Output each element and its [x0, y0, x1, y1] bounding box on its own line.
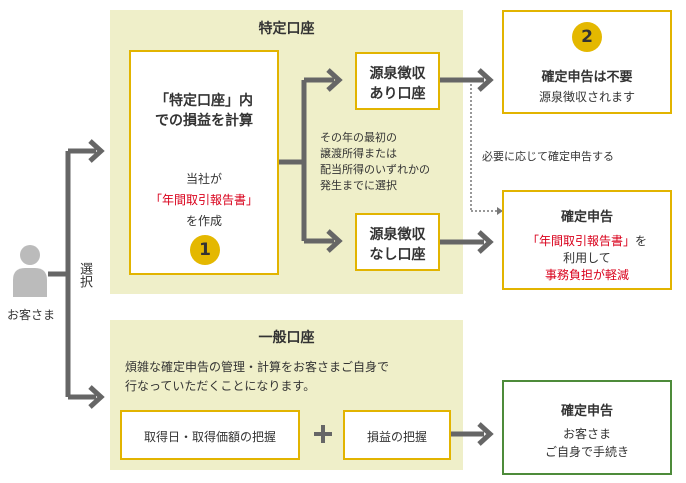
acquisition-box: 取得日・取得価額の把握: [120, 410, 300, 460]
result-nashi-line1: 「年間取引報告書」を: [504, 232, 670, 249]
profit-loss-label: 損益の把握: [366, 430, 427, 444]
selection-note: その年の最初の 譲渡所得または 配当所得のいずれかの 発生までに選択: [320, 130, 460, 194]
result-ippan-line2: ご自身で手続き: [544, 445, 629, 459]
result-ari-title: 確定申告は不要: [541, 70, 633, 85]
result-ippan-line1: お客さま: [562, 427, 611, 441]
tokutei-title: 特定口座: [258, 21, 315, 37]
acquisition-label: 取得日・取得価額の把握: [143, 430, 276, 444]
note-line2: 譲渡所得または: [320, 147, 397, 160]
ari-box: 源泉徴収 あり口座: [355, 52, 440, 110]
select-label: 選択: [77, 262, 92, 288]
nashi-box: 源泉徴収 なし口座: [355, 213, 440, 271]
result-ippan-title: 確定申告: [560, 404, 613, 419]
note-line3: 配当所得のいずれかの: [320, 163, 430, 176]
profit-loss-box: 損益の把握: [343, 410, 451, 460]
ippan-desc-line1: 煩雑な確定申告の管理・計算をお客さまご自身で: [125, 360, 390, 374]
result-nashi-report: 「年間取引報告書」: [526, 234, 635, 248]
result-nashi-title: 確定申告: [560, 210, 613, 225]
result-nashi-line2: 利用して: [563, 251, 611, 265]
nashi-line1: 源泉徴収: [369, 227, 426, 243]
customer-label: お客さま: [6, 308, 55, 322]
ippan-title: 一般口座: [258, 330, 315, 346]
result-ari-sub: 源泉徴収されます: [538, 90, 635, 104]
optional-note: 必要に応じて確定申告する: [482, 150, 614, 163]
ari-line2: あり口座: [369, 86, 426, 102]
ari-line1: 源泉徴収: [369, 66, 426, 82]
person-icon: [13, 245, 47, 297]
result-ippan-box: 確定申告 お客さま ご自身で手続き: [502, 380, 672, 475]
main-line4: 「年間取引報告書」: [149, 193, 258, 207]
nashi-line2: なし口座: [369, 247, 426, 263]
result-ari-box: 2 確定申告は不要 源泉徴収されます: [502, 10, 672, 114]
main-line2: での損益を計算: [155, 113, 253, 129]
result-nashi-box: 確定申告 「年間取引報告書」を 利用して 事務負担が軽減: [502, 190, 672, 290]
tokutei-main-box: 「特定口座」内 での損益を計算 当社が 「年間取引報告書」 を作成 1: [129, 50, 279, 275]
ippan-desc-line2: 行なっていただくことになります。: [125, 379, 316, 393]
main-line3: 当社が: [185, 172, 222, 186]
result-nashi-line3: 事務負担が軽減: [544, 268, 629, 282]
result-nashi-wo: を: [635, 234, 648, 248]
note-line4: 発生までに選択: [320, 179, 397, 192]
badge-1: 1: [190, 235, 220, 265]
main-line5: を作成: [185, 214, 222, 228]
note-line1: その年の最初の: [320, 131, 397, 144]
main-line1: 「特定口座」内: [155, 93, 253, 109]
badge-2: 2: [572, 22, 602, 52]
